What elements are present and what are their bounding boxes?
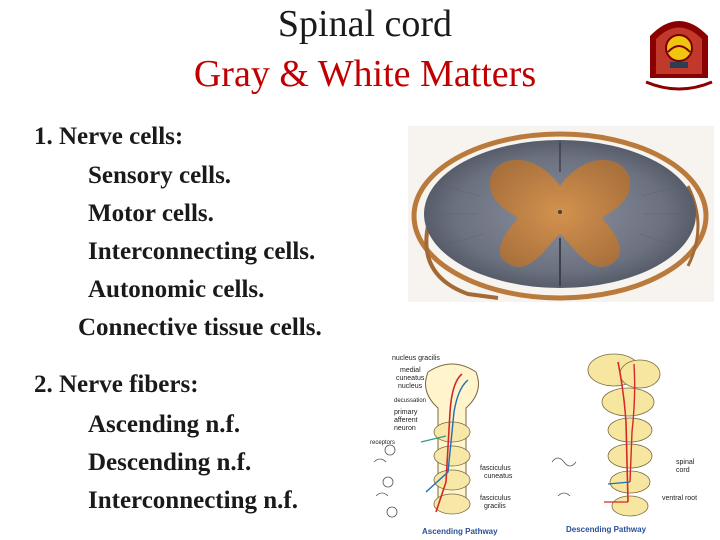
list-item: Autonomic cells. <box>88 276 265 303</box>
label-receptors: receptors <box>370 440 395 446</box>
spinal-cord-section-image <box>408 126 714 302</box>
label-neuron: neuron <box>394 425 416 432</box>
descending-pathway-caption: Descending Pathway <box>566 525 647 534</box>
label-nucleus-gracilis: nucleus gracilis <box>392 355 440 362</box>
descending-pathway-diagram: spinal cord ventral root Descending Path… <box>544 352 718 538</box>
ascending-pathway-caption: Ascending Pathway <box>422 527 498 536</box>
list-item: Interconnecting n.f. <box>88 487 298 514</box>
label-afferent: afferent <box>394 417 418 424</box>
label-decussation: decussation <box>394 398 426 404</box>
list-item: Sensory cells. <box>88 162 232 189</box>
university-logo <box>640 8 718 92</box>
slide-title: Spinal cord <box>277 3 453 45</box>
list-item: Connective tissue cells. <box>78 314 322 341</box>
list-item: Motor cells. <box>88 200 214 227</box>
label-primary: primary <box>394 409 418 416</box>
list-item: Ascending n.f. <box>88 411 241 438</box>
label-fasciculus-1: fasciculus <box>480 465 511 472</box>
label-fasciculus-2: fasciculus <box>480 495 511 502</box>
label-spinal: spinal <box>676 459 695 466</box>
label-cuneatus: cuneatus <box>396 375 425 382</box>
label-cord: cord <box>676 467 690 474</box>
label-cuneatus-2: cuneatus <box>484 473 513 480</box>
ascending-pathway-diagram: nucleus gracilis medial cuneatus nucleus… <box>366 352 538 538</box>
slide-subtitle: Gray & White Matters <box>193 53 537 95</box>
nerve-fibers-heading: 2. Nerve fibers: <box>34 371 199 398</box>
label-medial: medial <box>400 367 421 374</box>
label-gracilis: gracilis <box>484 503 506 510</box>
list-item: Descending n.f. <box>88 449 252 476</box>
list-item: Interconnecting cells. <box>88 238 316 265</box>
nerve-cells-heading: 1. Nerve cells: <box>34 123 184 150</box>
label-ventral-root: ventral root <box>662 495 697 502</box>
label-nucleus: nucleus <box>398 383 423 390</box>
